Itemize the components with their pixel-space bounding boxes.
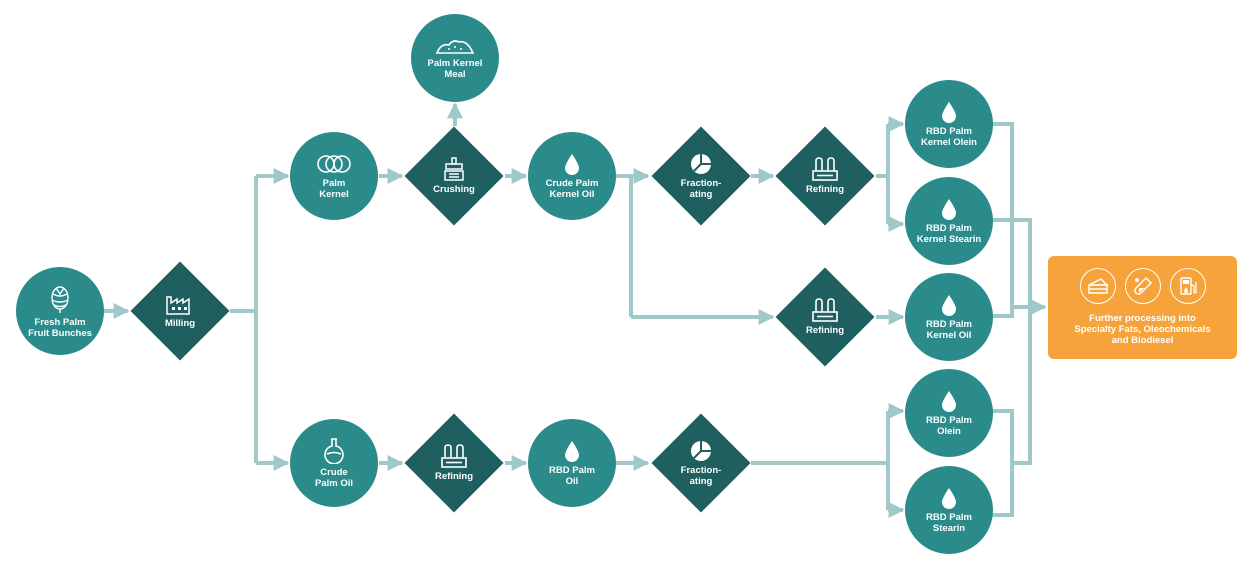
node-label: RBD Palm Kernel Oil <box>926 318 972 341</box>
node-rbd-palm-olein: RBD Palm Olein <box>905 369 993 457</box>
meal-pile-icon <box>435 39 475 54</box>
node-rbd-palm-stearin: RBD Palm Stearin <box>905 466 993 554</box>
node-label: RBD Palm Stearin <box>926 511 972 534</box>
oil-drop-icon <box>942 101 956 123</box>
crusher-icon <box>444 157 464 181</box>
node-label: Crude Palm Oil <box>314 466 353 489</box>
node-label: Milling <box>164 318 196 329</box>
node-crude-palm-kernel-oil: Crude Palm Kernel Oil <box>528 132 616 220</box>
diamond-shape <box>651 413 751 513</box>
fuel-pump-icon <box>1169 268 1206 304</box>
node-label: RBD Palm Olein <box>926 414 972 437</box>
node-label: Crushing <box>433 184 475 195</box>
oil-drop-icon <box>942 198 956 220</box>
pie-chart-icon <box>691 153 711 174</box>
node-label: Crude Palm Kernel Oil <box>545 177 599 200</box>
kernel-icon <box>317 154 351 173</box>
refinery-icon <box>812 157 838 181</box>
node-fresh-palm-fruit-bunches: Fresh Palm Fruit Bunches <box>16 267 104 355</box>
node-label: Palm Kernel <box>319 177 349 200</box>
cake-icon <box>1079 268 1116 304</box>
node-label: RBD Palm Oil <box>549 464 595 487</box>
process-milling: Milling <box>130 261 230 361</box>
pie-chart-icon <box>691 440 711 461</box>
test-tube-icon <box>1124 268 1161 304</box>
flask-icon <box>324 437 344 464</box>
node-label: Fresh Palm Fruit Bunches <box>28 316 92 339</box>
connector <box>992 218 1032 465</box>
node-label: RBD Palm Kernel Stearin <box>916 222 982 245</box>
connector <box>992 409 1014 517</box>
process-fractionating-top: Fraction- ating <box>651 126 751 226</box>
node-palm-kernel: Palm Kernel <box>290 132 378 220</box>
fruit-bunch-icon <box>51 285 69 313</box>
node-label: RBD Palm Kernel Olein <box>921 125 977 148</box>
oil-drop-icon <box>942 294 956 316</box>
process-fractionating-bottom: Fraction- ating <box>651 413 751 513</box>
node-rbd-palm-kernel-olein: RBD Palm Kernel Olein <box>905 80 993 168</box>
node-label: Refining <box>806 184 844 195</box>
node-label: Palm Kernel Meal <box>427 57 483 80</box>
node-label: Refining <box>806 325 844 336</box>
output-icons <box>1079 268 1206 304</box>
node-label: Fraction- ating <box>680 177 722 200</box>
oil-drop-icon <box>565 440 579 462</box>
node-palm-kernel-meal: Palm Kernel Meal <box>411 14 499 102</box>
factory-icon <box>166 296 190 315</box>
process-refining-top: Refining <box>775 126 875 226</box>
output-label: Further processing into Specialty Fats, … <box>1074 313 1211 346</box>
node-crude-palm-oil: Crude Palm Oil <box>290 419 378 507</box>
node-rbd-palm-oil: RBD Palm Oil <box>528 419 616 507</box>
process-refining-middle: Refining <box>775 267 875 367</box>
node-label: Refining <box>435 471 473 482</box>
oil-drop-icon <box>942 487 956 509</box>
node-label: Fraction- ating <box>680 464 722 487</box>
node-rbd-palm-kernel-oil: RBD Palm Kernel Oil <box>905 273 993 361</box>
diamond-shape <box>651 126 751 226</box>
oil-drop-icon <box>565 153 579 175</box>
process-crushing: Crushing <box>404 126 504 226</box>
node-rbd-palm-kernel-stearin: RBD Palm Kernel Stearin <box>905 177 993 265</box>
output-further-processing-box: Further processing into Specialty Fats, … <box>1048 256 1237 359</box>
oil-drop-icon <box>942 390 956 412</box>
refinery-icon <box>441 444 467 468</box>
process-refining-bottom: Refining <box>404 413 504 513</box>
refinery-icon <box>812 298 838 322</box>
